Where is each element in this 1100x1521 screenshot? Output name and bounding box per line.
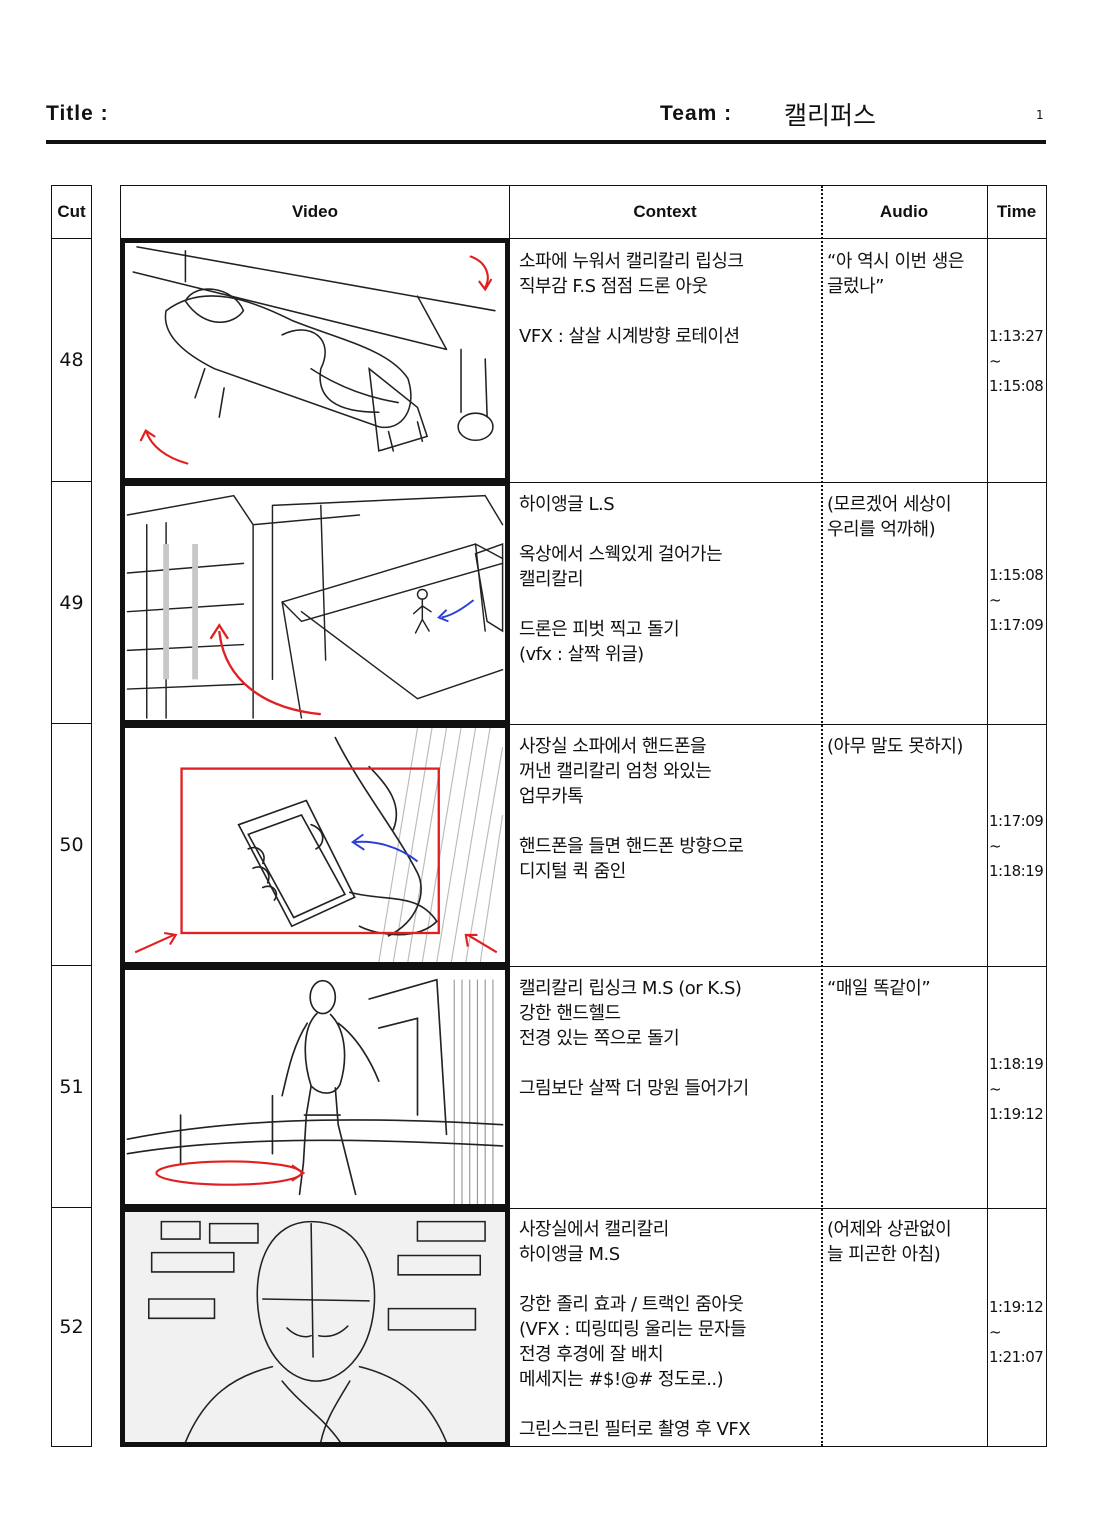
time-header: Time [987,186,1046,239]
audio-text: (아무 말도 못하지) [827,736,963,757]
video-frame-52 [121,1208,509,1446]
context-text: 캘리칼리 립싱크 M.S (or K.S) 강한 핸드헬드 전경 있는 쪽으로 … [519,978,749,1099]
page-header: Title : Team : 캘리퍼스 1 [46,96,1046,140]
column-divider [509,186,510,1446]
time-range: 1:18:19 ~ 1:19:12 [989,1055,1044,1123]
cut-column: Cut 48 49 50 51 52 [51,185,92,1447]
audio-header: Audio [821,186,987,239]
row-divider [509,724,1046,725]
column-divider [987,186,988,1446]
cut-number: 48 [52,239,91,482]
context-text: 소파에 누워서 캘리칼리 립싱크 직부감 F.S 점점 드론 아웃 VFX : … [519,251,744,347]
time-range: 1:17:09 ~ 1:18:19 [989,812,1044,880]
time-range: 1:15:08 ~ 1:17:09 [989,566,1044,634]
cut-number: 52 [59,1315,84,1338]
storyboard-table: Video Context Audio Time [120,185,1047,1447]
cut-header: Cut [52,186,91,239]
sketch-walking-figure [126,978,504,1204]
sketch-sofa-lying [132,246,496,465]
sketch-office-messages [148,1220,486,1442]
audio-text: (모르겠어 세상이 우리를 억까해) [827,494,952,540]
video-header: Video [121,186,509,239]
sketch-rooftop [126,494,504,719]
context-header: Context [509,186,821,239]
audio-text: “매일 똑같이” [827,978,931,999]
context-text: 하이앵글 L.S 옥상에서 스웩있게 걸어가는 캘리칼리 드론은 피벗 찍고 돌… [519,494,723,665]
row-divider [509,1208,1046,1209]
video-frame-48 [121,239,509,482]
audio-text: “아 역시 이번 생은 글렀나” [827,251,964,297]
header-rule [46,140,1046,144]
time-range: 1:19:12 ~ 1:21:07 [989,1298,1044,1366]
video-frame-49 [121,482,509,724]
page-number: 1 [1036,108,1044,122]
context-text: 사장실 소파에서 핸드폰을 꺼낸 캘리칼리 엄청 와있는 업무카톡 핸드폰을 들… [519,736,744,882]
cut-number: 50 [52,724,91,966]
context-text: 사장실에서 캘리칼리 하이앵글 M.S 강한 졸리 효과 / 트랙인 줌아웃 (… [519,1219,751,1440]
title-label: Title : [46,102,109,125]
sketch-phone [134,728,504,962]
video-frame-50 [121,724,509,966]
team-name: 캘리퍼스 [784,101,877,130]
cut-number: 51 [52,966,91,1208]
video-frame-51 [121,966,509,1208]
column-divider-dotted [821,186,823,1446]
time-range: 1:13:27 ~ 1:15:08 [989,327,1044,395]
audio-text: (어제와 상관없이 늘 피곤한 아침) [827,1219,952,1265]
row-divider [509,482,1046,483]
team-label: Team : [660,102,733,125]
row-divider [509,966,1046,967]
cut-number: 49 [52,482,91,724]
